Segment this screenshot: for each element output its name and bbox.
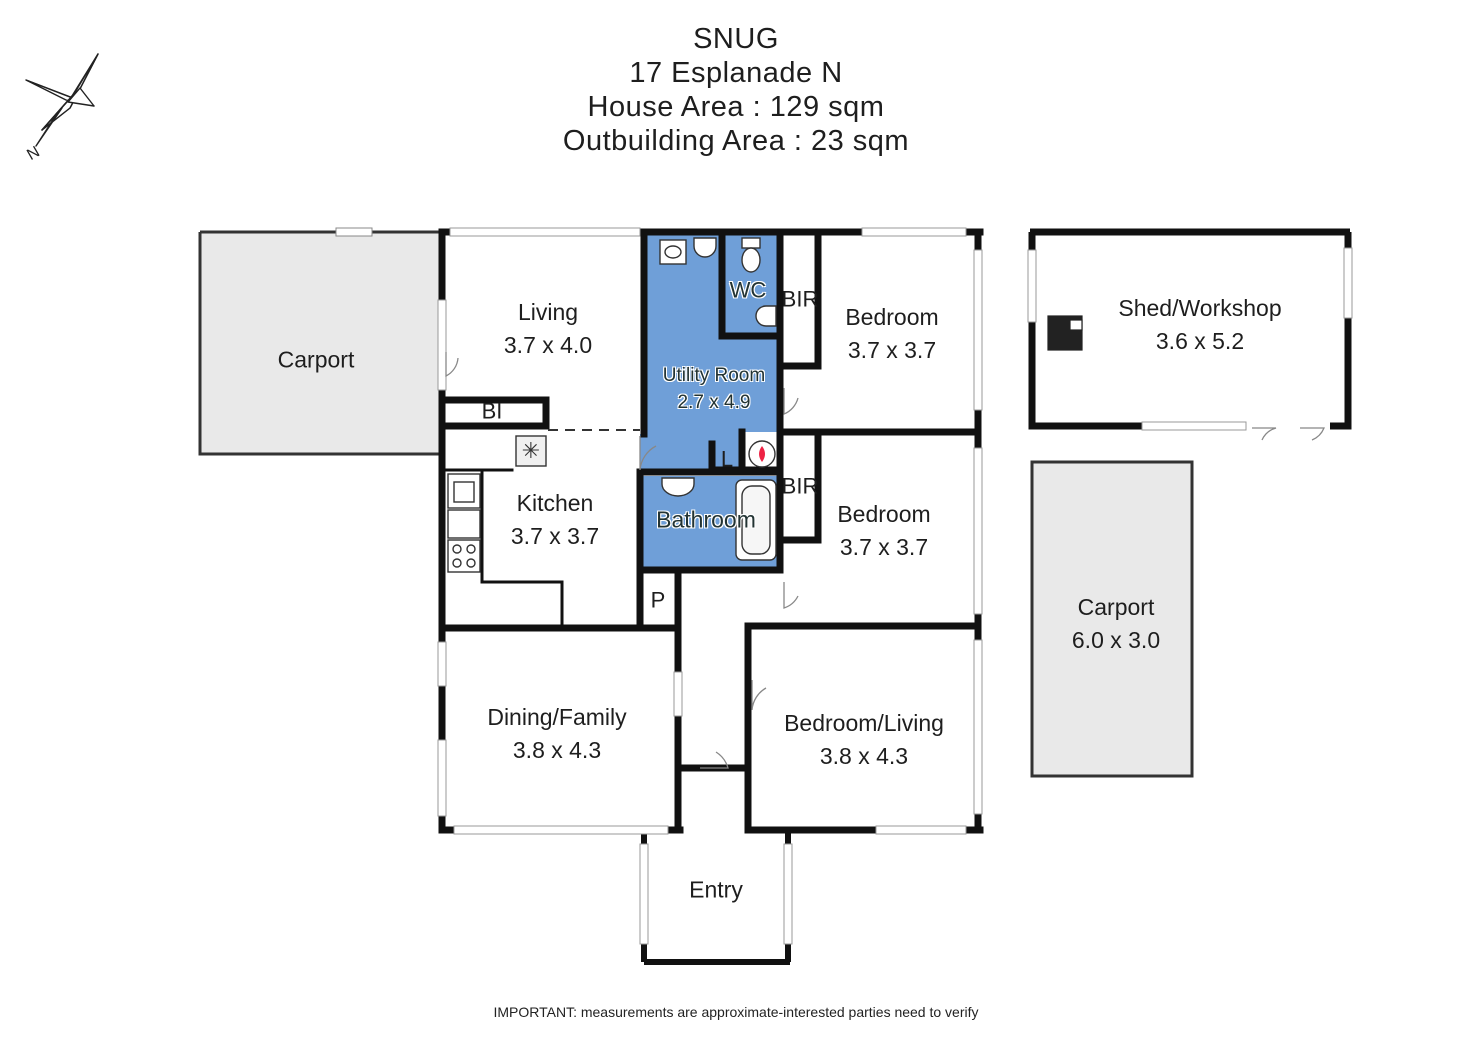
shed-walls	[1028, 228, 1352, 430]
fridge-icon	[515, 435, 547, 467]
dining-family-label: Dining/Family 3.8 x 4.3	[487, 704, 627, 763]
outbuilding-area: Outbuilding Area : 23 sqm	[562, 125, 910, 157]
bi-label: BI	[481, 398, 503, 424]
bathroom-basin-icon	[661, 477, 695, 497]
carport-side-fill	[1032, 462, 1192, 776]
laundry-label: L	[720, 446, 734, 472]
bir-top-label: BIR	[781, 286, 819, 312]
shed-windows	[1027, 247, 1353, 431]
bir-mid-label: BIR	[781, 473, 819, 499]
bedroom-mid-label: Bedroom 3.7 x 3.7	[837, 501, 931, 560]
bathroom-label: Bathroom	[656, 506, 756, 533]
workbench-icon	[1047, 315, 1083, 351]
carport-side-label: Carport 6.0 x 3.0	[1071, 594, 1161, 653]
property-address: 17 Esplanade N	[629, 57, 843, 89]
plan-header: SNUG 17 Esplanade N House Area : 129 sqm…	[0, 22, 1472, 158]
basin-icon	[693, 237, 717, 258]
north-arrow-icon: N	[24, 53, 99, 164]
living-label: Living 3.7 x 4.0	[503, 299, 593, 358]
utility-room-fill	[640, 234, 780, 470]
utility-room-label: Utility Room 2.7 x 4.9	[662, 365, 766, 413]
carport-side-outline	[1030, 460, 1194, 778]
fixtures	[447, 237, 777, 573]
fan-icon: ✳	[522, 439, 540, 464]
carport-main-fill	[200, 232, 442, 454]
doors	[445, 352, 1325, 769]
entry-label: Entry	[689, 876, 743, 903]
kitchen-label: Kitchen 3.7 x 3.7	[510, 490, 600, 549]
wc-label: WC	[729, 277, 767, 303]
shed-workshop-label: Shed/Workshop 3.6 x 5.2	[1118, 295, 1282, 354]
pantry-label: P	[650, 587, 666, 613]
property-title: SNUG	[693, 23, 779, 55]
toilet-icon	[741, 237, 761, 249]
house-area: House Area : 129 sqm	[587, 91, 885, 123]
windows	[437, 227, 983, 945]
cooktop-icon	[447, 539, 481, 573]
measurement-notice: IMPORTANT: measurements are approximate-…	[493, 1004, 979, 1020]
bedroom-living-label: Bedroom/Living 3.8 x 4.3	[784, 710, 944, 769]
carport-main-label: Carport	[277, 346, 355, 373]
wc-basin-icon	[755, 305, 777, 327]
bedroom-top-label: Bedroom 3.7 x 3.7	[845, 304, 939, 363]
dishwasher-icon	[447, 509, 481, 539]
carport-main-outline	[198, 230, 442, 456]
